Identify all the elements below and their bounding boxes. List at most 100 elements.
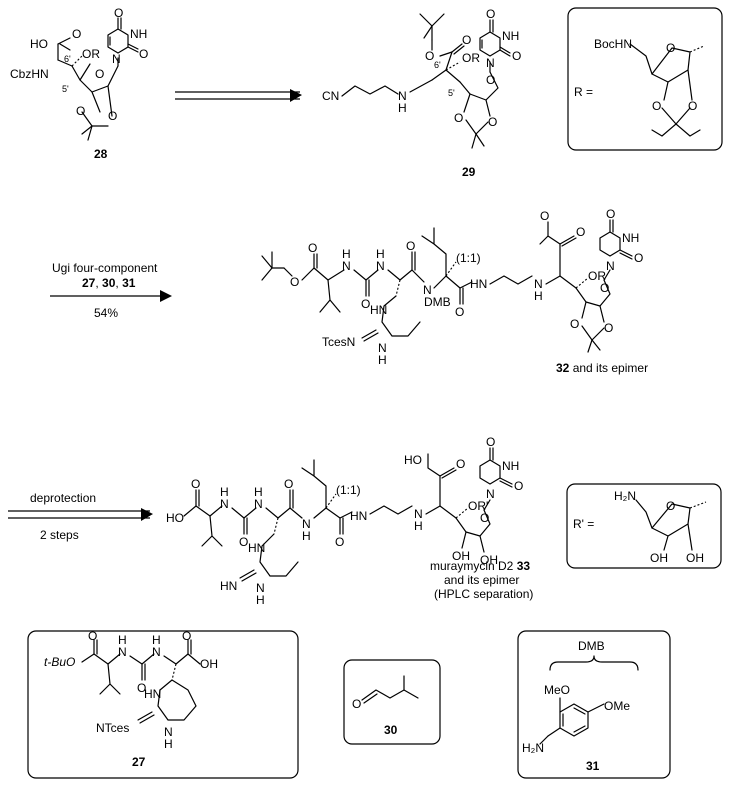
c28-o-ring: O <box>95 67 104 81</box>
c32-o-urea: O <box>361 297 370 311</box>
c32-o-uracil: O <box>606 207 615 221</box>
c31-ome: OMe <box>604 699 630 713</box>
c33-suffix1: and its epimer <box>444 573 519 587</box>
c32-h1: H <box>342 247 351 261</box>
c32-n2: N <box>376 259 385 273</box>
c31-number: 31 <box>586 759 600 773</box>
c33-h-right: H <box>414 519 423 533</box>
c29-pos5: 5' <box>448 88 455 98</box>
c28-cbzhn: CbzHN <box>10 67 49 81</box>
c33-n-right: N <box>414 507 423 521</box>
c33-o-amide: O <box>284 477 293 491</box>
c32-o-uracil2: O <box>634 251 643 265</box>
step3-line1: deprotection <box>30 491 96 505</box>
c32-n-right: N <box>534 277 543 291</box>
c29-number: 29 <box>462 165 476 179</box>
c28-o-top: O <box>114 6 123 20</box>
c33-o-ring: O <box>480 511 489 525</box>
c33-n-ring: N <box>256 581 265 595</box>
c32-o-top: O <box>540 209 549 223</box>
c28-number: 28 <box>94 147 108 161</box>
c27-hn: HN <box>144 687 161 701</box>
c32-or: OR <box>588 269 606 283</box>
step2-yield: 54% <box>94 306 118 320</box>
c27-oh: OH <box>200 657 218 671</box>
step2-sep-1: , <box>95 276 102 290</box>
c30-o: O <box>352 697 361 711</box>
c31-meo: MeO <box>544 683 570 697</box>
c28-pos5: 5' <box>62 84 69 94</box>
c33-o-amide2: O <box>335 535 344 549</box>
c32-n-uracil: N <box>606 259 615 273</box>
step2-reagent-2: 30 <box>102 276 116 290</box>
step2-line1: Ugi four-component <box>52 261 158 275</box>
c27-h2: H <box>152 633 161 647</box>
c33-hn: HN <box>350 509 367 523</box>
c33-ho-left: HO <box>166 511 184 525</box>
r-o2: O <box>688 99 697 113</box>
step2-reagents: 27, 30, 31 <box>82 276 136 290</box>
c33-name: muraymycin D2 <box>430 559 514 573</box>
c32-h-right: H <box>534 289 543 303</box>
c32-ratio: (1:1) <box>456 251 481 265</box>
c32-o-left: O <box>290 275 299 289</box>
step2-sep-2: , <box>115 276 122 290</box>
c29-o-right: O <box>512 49 521 63</box>
compound-28: O NH O N O O O HO O CbzHN OR 6' 5' 28 <box>10 6 148 161</box>
c28-nh: NH <box>130 27 147 41</box>
c32-hn-ring: HN <box>370 303 387 317</box>
rprime-symbol: R' = <box>573 517 594 531</box>
c33-o-uracil: O <box>486 435 495 449</box>
c32-o-top2: O <box>576 225 585 239</box>
c32-o-amide2: O <box>455 305 464 319</box>
r-definition-box: R = BocHN O O O <box>567 7 723 151</box>
c33-oh1: OH <box>452 549 470 563</box>
c33-o-urea: O <box>239 535 248 549</box>
arrow-step1 <box>175 89 302 102</box>
c29-h: H <box>398 101 407 115</box>
step3-line2: 2 steps <box>40 528 79 542</box>
c27-ntces: NTces <box>96 721 129 735</box>
c32-number: 32 <box>556 361 570 375</box>
c33-number: 33 <box>517 559 531 573</box>
c28-o2: O <box>108 109 117 123</box>
c29-pos6: 6' <box>434 60 441 70</box>
c33-h-ring: H <box>256 593 265 607</box>
c32-o2: O <box>604 321 613 335</box>
c29-o1: O <box>454 111 463 125</box>
compound-31-box: DMB MeO OMe H₂N 31 <box>517 630 671 779</box>
c33-name-line: muraymycin D2 33 <box>430 559 530 573</box>
rprime-o-ring: O <box>666 499 675 513</box>
r-o1: O <box>652 99 661 113</box>
c29-o-ring: O <box>486 73 495 87</box>
c32-n-dmb: N <box>423 283 432 297</box>
c28-n: N <box>112 52 121 66</box>
c32-hn: HN <box>470 277 487 291</box>
c33-h2: H <box>254 485 263 499</box>
c32-o-amide: O <box>406 239 415 253</box>
c29-nh-ur: NH <box>502 29 519 43</box>
c29-n-ur: N <box>486 56 495 70</box>
c27-tbuo: t-BuO <box>44 655 75 669</box>
step3-conditions: deprotection 2 steps <box>8 491 153 542</box>
c33-hn-ring: HN <box>248 541 265 555</box>
c32-suffix: and its epimer <box>569 361 648 375</box>
c33-oh2: OH <box>480 553 498 567</box>
c29-o2: O <box>488 115 497 129</box>
c31-h2n: H₂N <box>522 741 544 755</box>
c33-suffix2: (HPLC separation) <box>434 587 533 601</box>
c29-o-top: O <box>486 7 495 21</box>
c32-h2: H <box>376 247 385 261</box>
c27-number: 27 <box>132 755 146 769</box>
c33-hn-imine: HN <box>220 579 237 593</box>
rprime-h2n: H₂N <box>614 489 636 503</box>
c33-h1: H <box>220 485 229 499</box>
c28-ho: HO <box>30 37 48 51</box>
c32-h-ring: H <box>378 353 387 367</box>
c33-ho-acid: HO <box>404 453 422 467</box>
step2-conditions: Ugi four-component 27, 30, 31 54% <box>50 261 172 320</box>
c28-pos6: 6' <box>64 54 71 64</box>
c32-o-ester: O <box>308 241 317 255</box>
c30-number: 30 <box>384 723 398 737</box>
